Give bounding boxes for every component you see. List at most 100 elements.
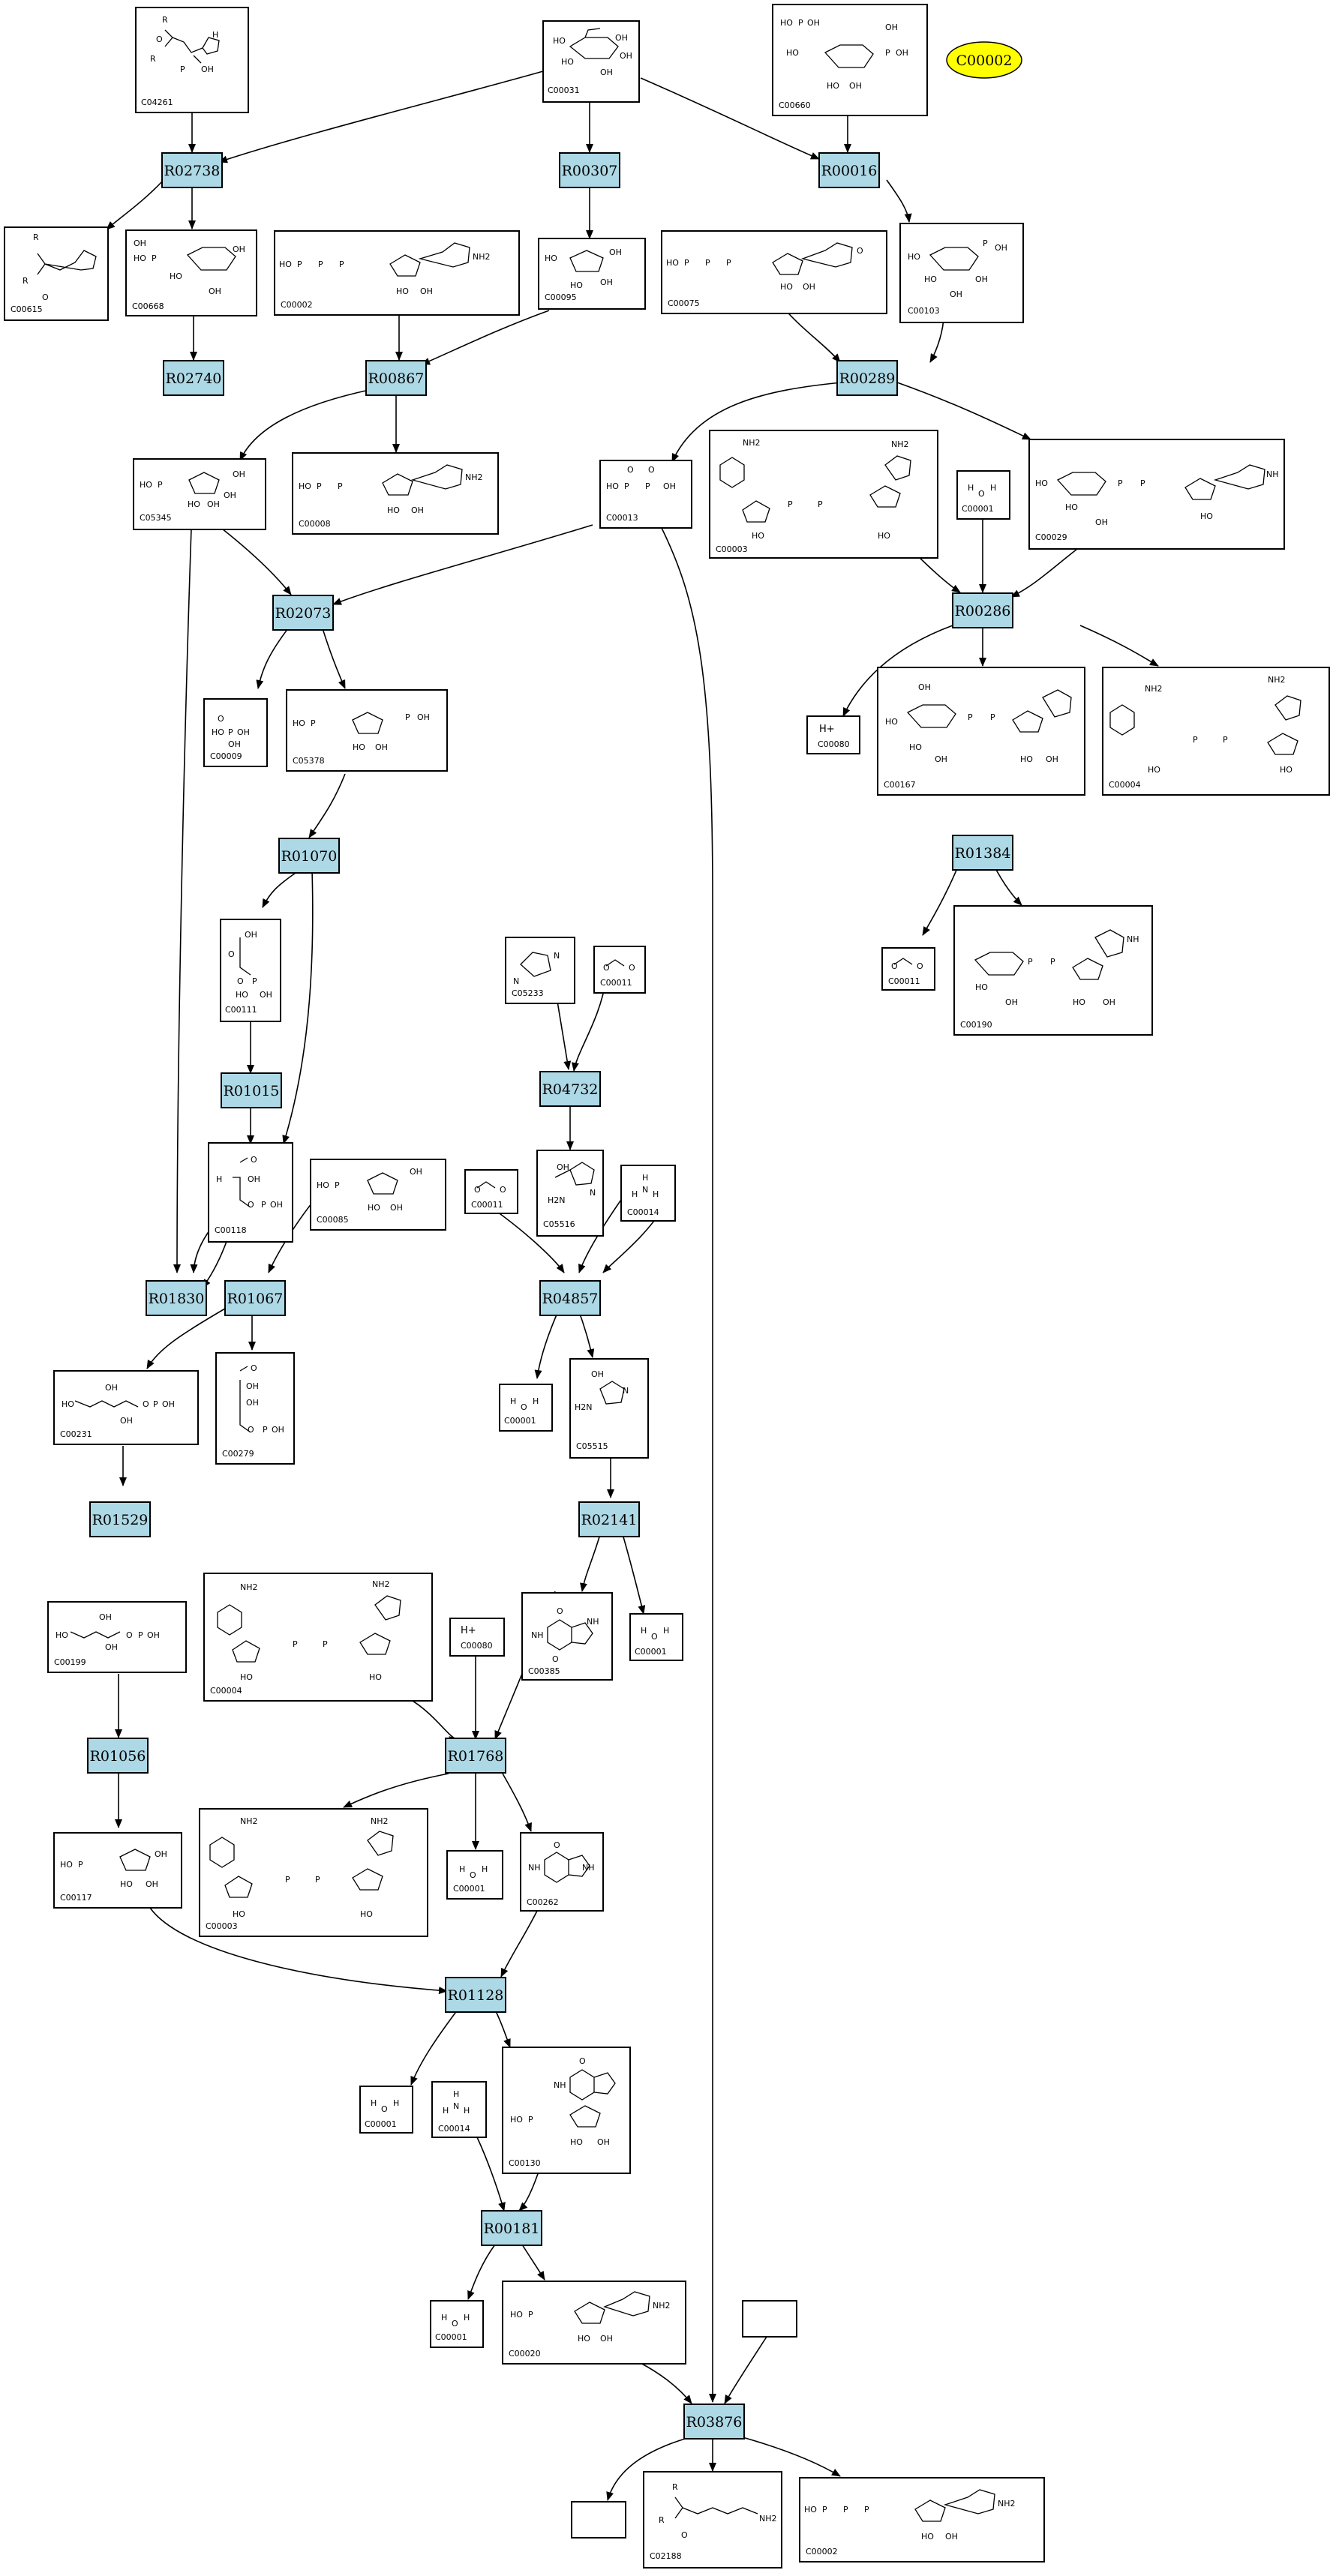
compound-node[interactable]: R O R P OH H C04261 [135, 7, 249, 113]
svg-text:P: P [968, 712, 973, 722]
reaction-label: R00181 [484, 2221, 540, 2237]
reaction-node[interactable]: R00289 [836, 360, 898, 396]
compound-node[interactable]: HO OH HO OH C00095 [538, 238, 646, 310]
reaction-node[interactable]: R01128 [445, 1977, 506, 2013]
compound-node[interactable]: O NH NH C00262 [520, 1832, 604, 1912]
svg-text:OH: OH [260, 990, 272, 1000]
compound-node[interactable]: HO P P OH HO OH C05378 [286, 689, 448, 772]
compound-node[interactable]: HO P P P NH2 HO OH C00002 [274, 230, 520, 316]
compound-id: C00080 [818, 739, 850, 749]
compound-node[interactable]: HO OH HO OH OH C00031 [542, 20, 640, 103]
svg-text:HO: HO [120, 1879, 133, 1889]
compound-node[interactable]: HO P P NH2 HO OH C00008 [292, 452, 499, 535]
compound-node[interactable]: H O H C00001 [629, 1613, 683, 1661]
compound-node[interactable]: H O H C00001 [956, 470, 1010, 520]
compound-node[interactable]: H O H C00001 [499, 1384, 553, 1432]
reaction-node[interactable]: R01529 [89, 1501, 151, 1537]
structure-icon: R R O [23, 232, 97, 302]
compound-node[interactable]: O H OH O P OH C00118 [208, 1142, 293, 1243]
compound-id: C00002 [806, 2547, 838, 2557]
compound-node[interactable]: HO P OH OH P OH HO HO OH C00660 [772, 4, 928, 116]
reaction-node[interactable]: R00867 [365, 360, 427, 396]
compound-node[interactable]: NH2 NH2 P P HO HO C00004 [1102, 667, 1330, 796]
compound-node[interactable]: H+ C00080 [806, 715, 860, 754]
svg-text:OH: OH [224, 490, 236, 500]
reaction-node[interactable]: R01070 [278, 838, 340, 874]
empty-compound-node[interactable] [571, 2501, 626, 2539]
compound-node[interactable]: H N H H C00014 [620, 1165, 676, 1222]
compound-node[interactable]: O OH OH O P OH C00279 [215, 1352, 295, 1465]
compound-node[interactable]: H+ C00080 [449, 1618, 505, 1657]
compound-node[interactable]: OH O O P HO OH C00111 [220, 919, 281, 1022]
compound-node[interactable]: H N H H C00014 [431, 2081, 487, 2138]
reaction-node[interactable]: R02738 [161, 152, 223, 188]
structure-icon: HO P P P NH2 HO OH [804, 2489, 1016, 2542]
svg-text:H: H [632, 1189, 638, 1199]
svg-text:O: O [579, 2056, 586, 2066]
compound-node[interactable]: HO P OH HO OH C00085 [310, 1159, 446, 1231]
reaction-node[interactable]: R02141 [578, 1501, 640, 1537]
compound-node[interactable]: HO P P OH O O C00013 [599, 460, 692, 529]
compound-node[interactable]: R R NH2 O C02188 [643, 2471, 782, 2569]
compound-node[interactable]: OH HO P OH HO OH C00668 [125, 229, 257, 316]
structure-icon: HO P P OH HO OH [293, 712, 430, 752]
compound-node[interactable]: O NH HO P HO OH C00130 [502, 2047, 631, 2174]
svg-text:OH: OH [935, 754, 947, 764]
svg-text:O: O [554, 1840, 560, 1850]
compound-node[interactable]: OH HO P P HO OH HO OH C00167 [877, 667, 1085, 796]
compound-node[interactable]: OH H2N N C05516 [536, 1150, 604, 1237]
empty-compound-node[interactable] [742, 2300, 797, 2338]
reaction-node[interactable]: R04857 [539, 1280, 601, 1316]
compound-node[interactable]: HO P P P NH2 HO OH C00002 [799, 2477, 1045, 2563]
reaction-node[interactable]: R02740 [163, 360, 224, 396]
compound-node[interactable]: O O C00011 [881, 947, 935, 991]
reaction-node[interactable]: R01768 [445, 1738, 506, 1774]
compound-node[interactable]: HO P OH HO OH OH C00103 [899, 223, 1024, 323]
compound-node[interactable]: O O C00011 [593, 946, 646, 994]
reaction-node[interactable]: R01056 [87, 1738, 149, 1774]
compound-node[interactable]: O HO P OH OH C00009 [203, 698, 268, 767]
compound-node[interactable]: NH2 NH2 P P HO HO C00003 [199, 1808, 428, 1937]
compound-node[interactable]: P P HO OH HO OH NH C00190 [953, 905, 1153, 1036]
compound-node[interactable]: N N C05233 [505, 937, 575, 1004]
reaction-node[interactable]: R00286 [952, 592, 1013, 628]
compound-node[interactable]: H O H C00001 [446, 1850, 503, 1900]
compound-node[interactable]: NH2 NH2 P P HO HO C00004 [203, 1573, 433, 1702]
reaction-node[interactable]: R01067 [224, 1280, 286, 1316]
reaction-node[interactable]: R01830 [146, 1280, 207, 1316]
svg-text:HO: HO [299, 481, 311, 491]
reaction-node[interactable]: R01384 [952, 835, 1013, 871]
compound-node[interactable]: NH2 NH2 P P HO HO C00003 [709, 430, 938, 559]
svg-text:H: H [464, 2106, 470, 2116]
legend[interactable]: C00002 [946, 41, 1022, 79]
svg-text:HO: HO [606, 481, 619, 491]
compound-node[interactable]: HO P P HO OH HO NH C00029 [1028, 439, 1285, 550]
compound-node[interactable]: HO P OH OH HO OH C05345 [133, 458, 266, 530]
reaction-node[interactable]: R00181 [481, 2210, 542, 2246]
svg-text:OH: OH [237, 727, 250, 737]
reaction-node[interactable]: R00016 [818, 152, 880, 188]
compound-node[interactable]: HO P OH HO OH C00117 [53, 1832, 182, 1909]
compound-id: C00001 [635, 1647, 667, 1657]
compound-node[interactable]: H O H C00001 [359, 2086, 413, 2134]
svg-text:H: H [393, 2098, 399, 2108]
svg-text:OH: OH [807, 18, 820, 28]
reaction-node[interactable]: R01015 [221, 1072, 282, 1108]
compound-node[interactable]: O NH NH O C00385 [521, 1592, 613, 1681]
compound-node[interactable]: HO P NH2 HO OH C00020 [502, 2281, 686, 2365]
reaction-node[interactable]: R04732 [539, 1071, 601, 1107]
compound-node[interactable]: HO OH O P OH OH C00231 [53, 1370, 199, 1445]
compound-node[interactable]: HO P P P O HO OH C00075 [661, 230, 887, 314]
svg-text:P: P [1118, 478, 1123, 488]
structure-icon: NH2 NH2 P P HO HO [217, 1579, 401, 1682]
compound-node[interactable]: R R O C00615 [4, 226, 109, 321]
compound-node[interactable]: H O H C00001 [430, 2300, 484, 2348]
compound-node[interactable]: OH H2N N C05515 [569, 1358, 649, 1459]
svg-text:O: O [248, 1425, 254, 1435]
compound-node[interactable]: HO OH O P OH OH C00199 [47, 1601, 187, 1673]
reaction-node[interactable]: R03876 [683, 2404, 745, 2440]
reaction-node[interactable]: R00307 [559, 152, 620, 188]
svg-text:HO: HO [1280, 765, 1292, 775]
reaction-node[interactable]: R02073 [272, 595, 334, 631]
compound-node[interactable]: O O C00011 [464, 1169, 518, 1214]
